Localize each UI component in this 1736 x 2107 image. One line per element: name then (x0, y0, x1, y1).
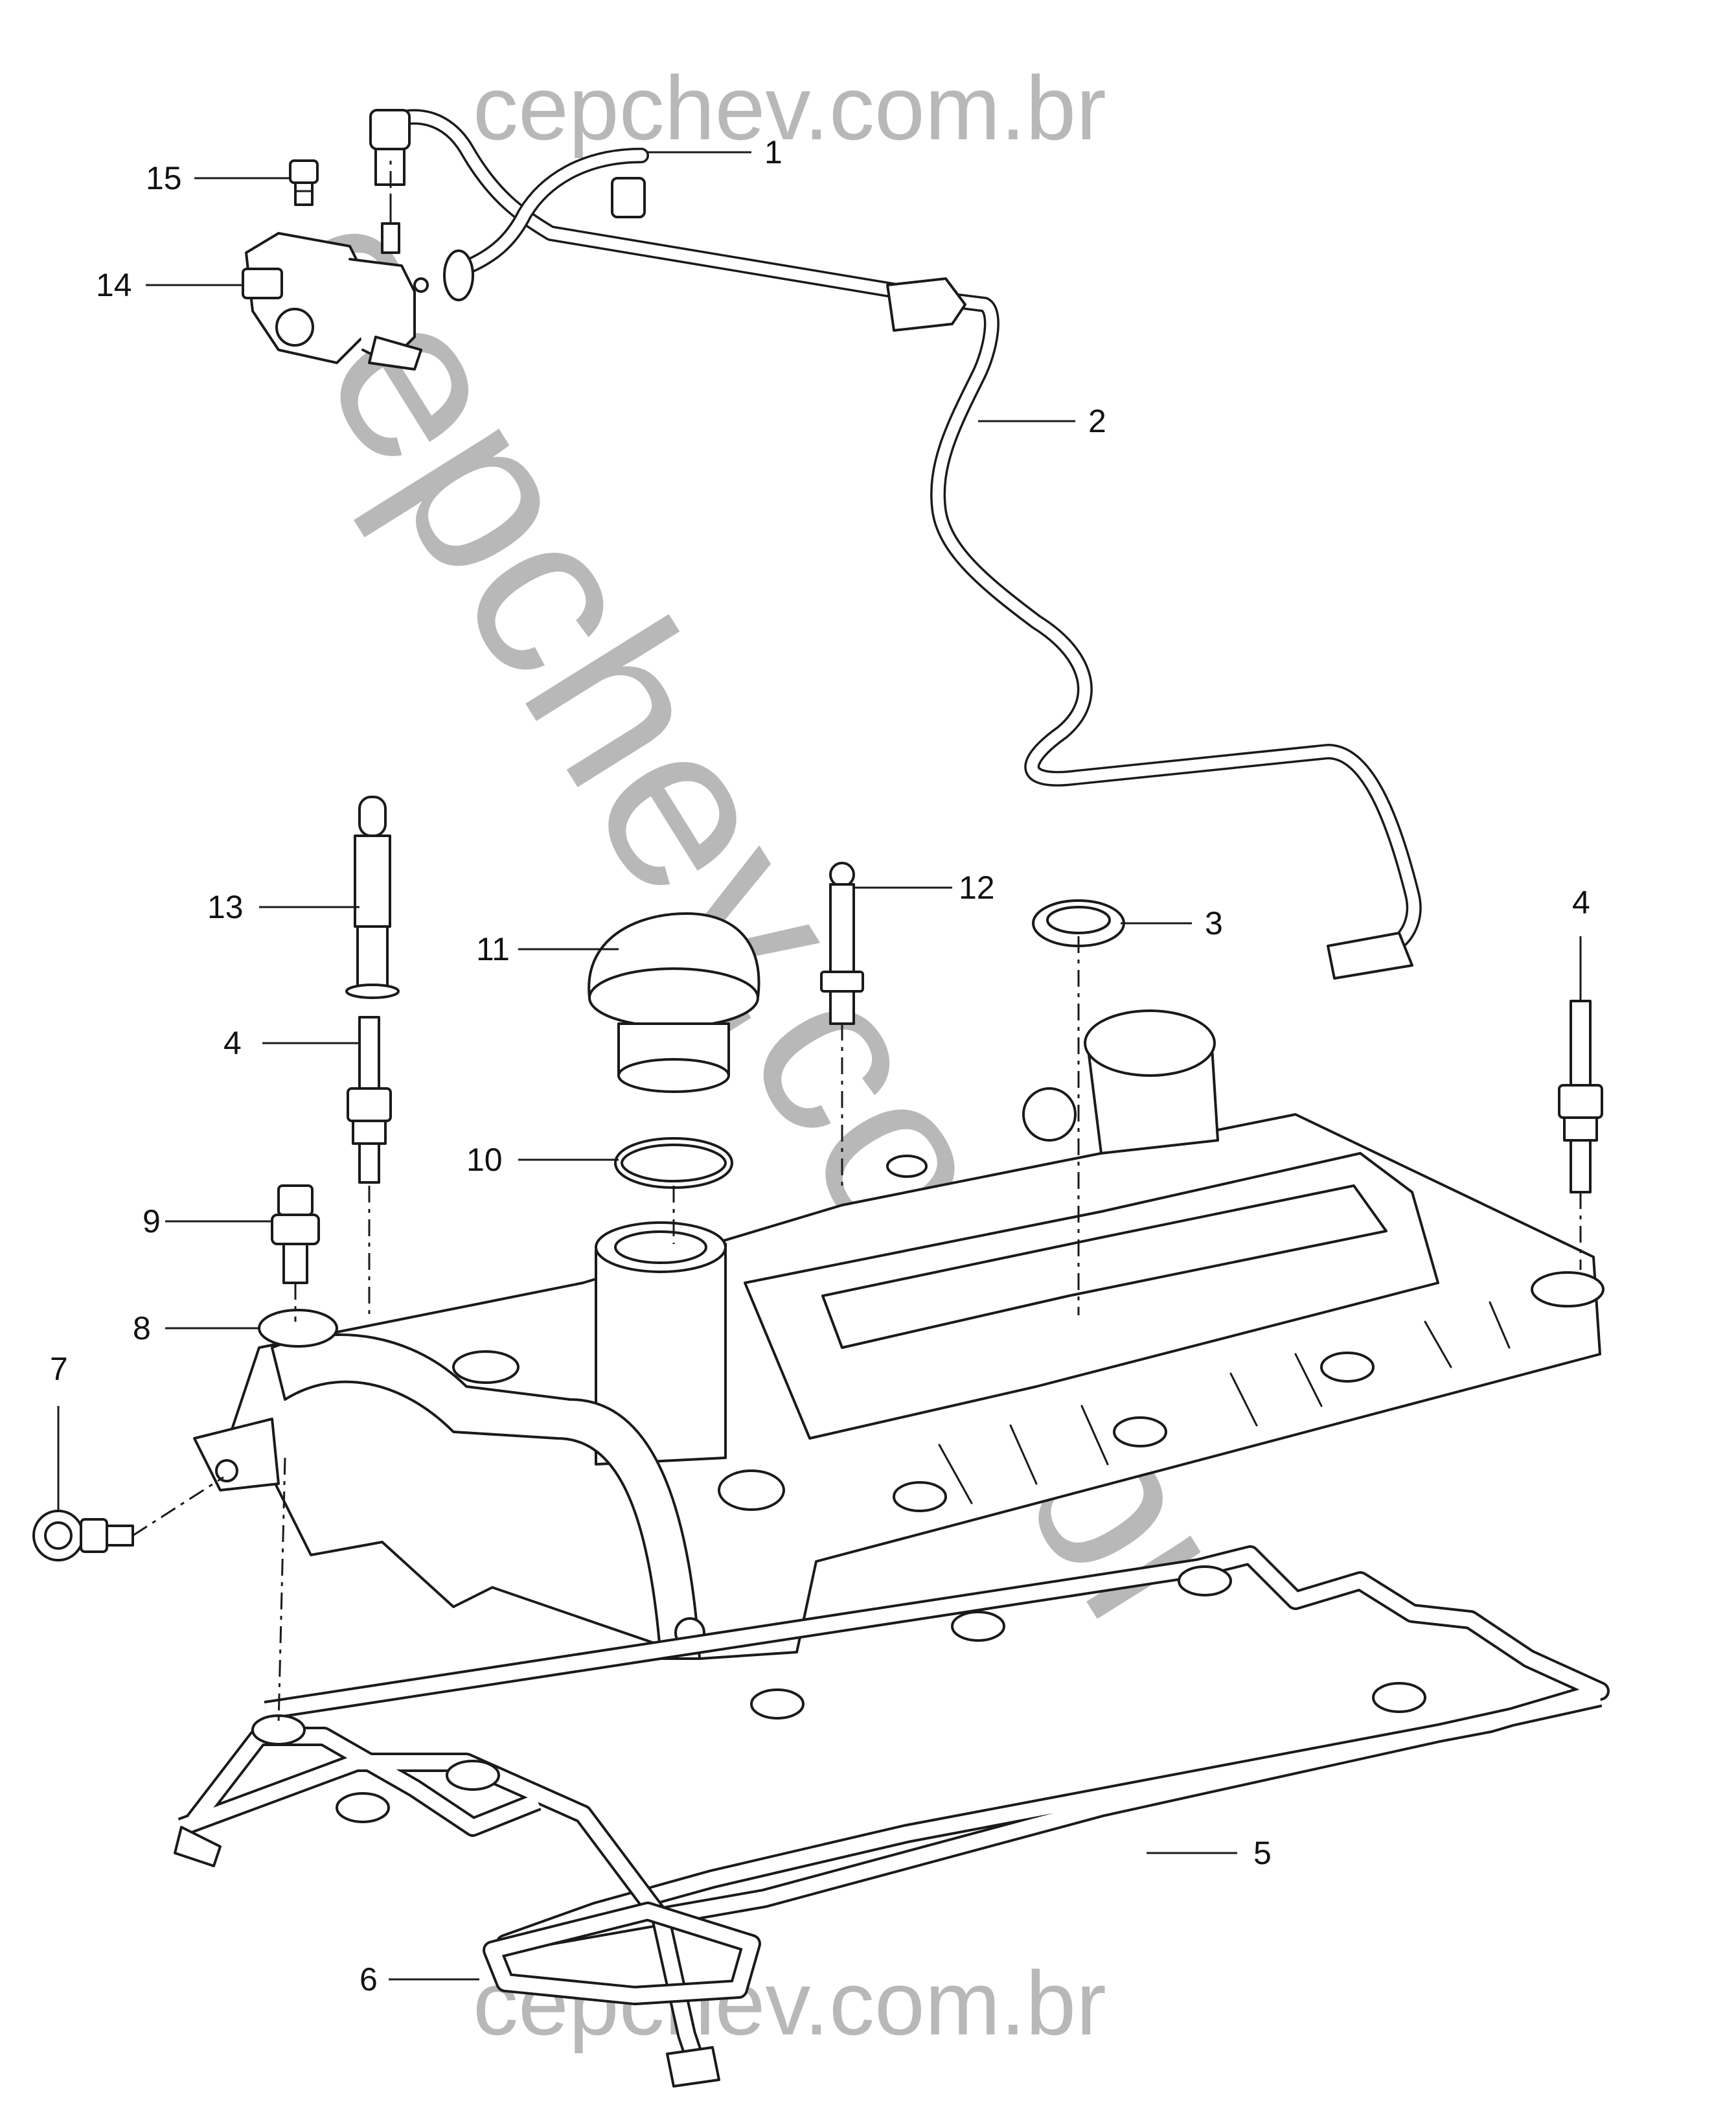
callout-11: 11 (476, 931, 510, 967)
callout-10: 10 (466, 1142, 503, 1178)
callout-4-left: 4 (223, 1025, 242, 1061)
callout-3: 3 (1205, 905, 1223, 941)
part-4-stud-right (1558, 1000, 1603, 1193)
callout-14: 14 (96, 267, 132, 303)
callout-12: 12 (959, 869, 995, 906)
part-9-bolt (271, 1184, 320, 1284)
part-5-gasket-outer (264, 1545, 1610, 1953)
callout-4-right: 4 (1572, 884, 1590, 921)
part-15-bolt (289, 159, 319, 206)
part-8-valve-cover (193, 1009, 1605, 1660)
watermark-top: cepchev.com.br (473, 57, 1106, 159)
callout-5: 5 (1253, 1835, 1272, 1871)
callout-leaders (57, 151, 1582, 1981)
part-1-hose (369, 109, 908, 301)
part-12-sensor (820, 862, 864, 1025)
callout-15: 15 (146, 160, 182, 196)
part-10-o-ring (614, 1137, 733, 1189)
callout-2: 2 (1088, 403, 1106, 439)
part-2-vent-tube (886, 277, 1422, 980)
assembly-lines (132, 155, 1582, 1724)
callout-1: 1 (764, 134, 782, 170)
watermark-bottom: cepchev.com.br (473, 1952, 1106, 2054)
callout-labels: 1 2 3 4 4 5 6 7 8 9 10 11 12 13 14 15 (50, 134, 1590, 1998)
callout-9: 9 (143, 1203, 161, 1239)
part-14-solenoid-valve (242, 193, 429, 371)
part-6-gasket-inner (174, 1714, 761, 2088)
callout-8: 8 (133, 1310, 151, 1346)
part-11-filler-cap (588, 912, 760, 1093)
callout-6: 6 (360, 1961, 378, 1998)
callout-7: 7 (50, 1351, 68, 1387)
part-13-stud (345, 796, 400, 999)
part-7-bolt (32, 1510, 134, 1561)
callout-13: 13 (207, 889, 244, 925)
part-4-stud-left (347, 1016, 392, 1184)
